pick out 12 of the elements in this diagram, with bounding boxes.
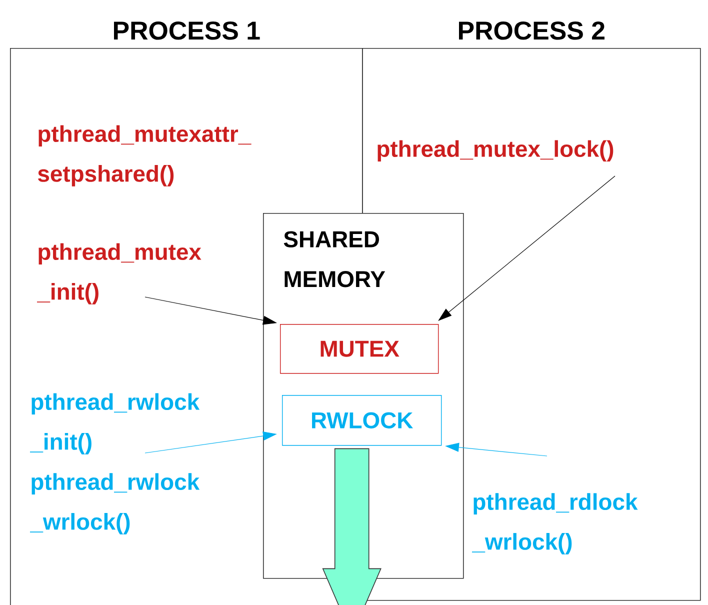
node-label: PROCESS 2 [459, 21, 604, 40]
function-label: pthread_rwlock _wrlock() [30, 473, 200, 534]
rwlock-box: RWLOCK [282, 395, 442, 446]
function-label: pthread_rdlock _wrlock() [472, 493, 638, 554]
block-arrow [322, 448, 382, 605]
function-label: pthread_mutex_lock() [378, 140, 614, 162]
function-label: pthread_mutex _init() [37, 243, 202, 304]
mutex-box: MUTEX [280, 324, 439, 374]
function-label: pthread_rwlock _init() [30, 393, 200, 454]
function-label: pthread_mutexattr_ setpshared() [38, 125, 252, 186]
arrow [438, 176, 616, 321]
node-label: PROCESS 1 [114, 21, 260, 40]
